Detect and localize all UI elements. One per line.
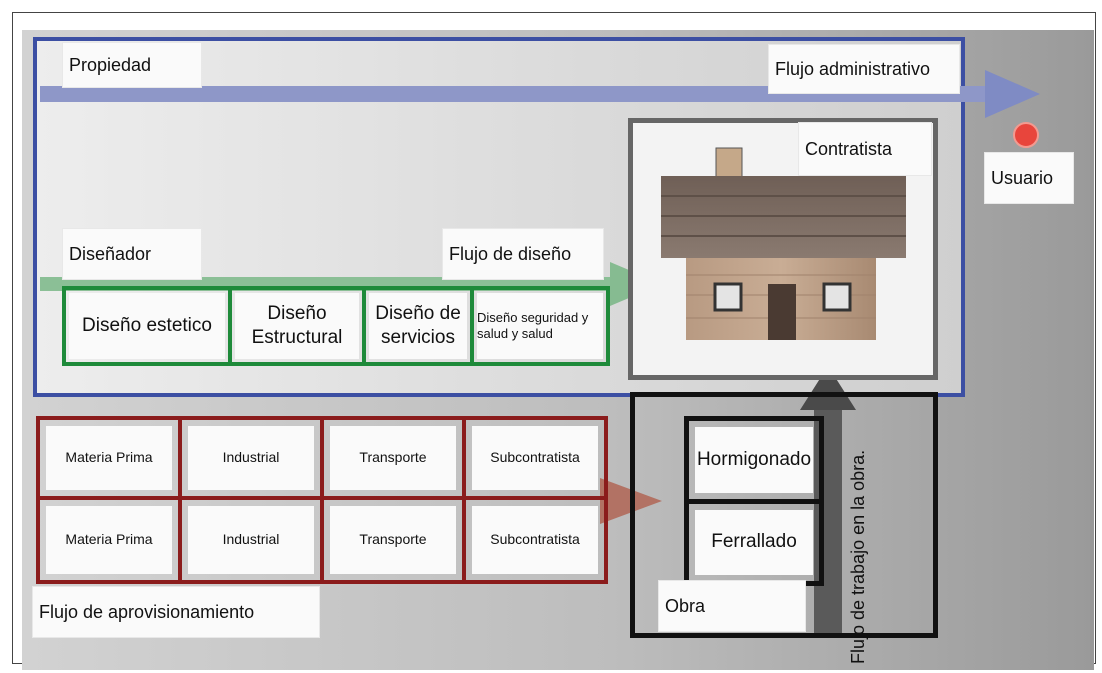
disenador-label: Diseñador bbox=[62, 228, 202, 280]
site-cell: Hormigonado bbox=[695, 427, 813, 493]
flujo-administrativo-label: Flujo administrativo bbox=[768, 44, 960, 94]
flujo-aprovisionamiento-label: Flujo de aprovisionamiento bbox=[32, 586, 320, 638]
supply-cell: Materia Prima bbox=[46, 506, 172, 574]
site-cell: Ferrallado bbox=[695, 509, 813, 575]
supply-cell: Transporte bbox=[330, 506, 456, 574]
design-cell: Diseño Estructural bbox=[235, 293, 359, 359]
obra-label: Obra bbox=[658, 580, 806, 632]
supply-cell: Subcontratista bbox=[472, 426, 598, 490]
flujo-trabajo-label: Flujo de trabajo en la obra. bbox=[848, 449, 868, 664]
supply-cell: Industrial bbox=[188, 506, 314, 574]
supply-cell: Materia Prima bbox=[46, 426, 172, 490]
admin-flow-arrow-shaft bbox=[40, 86, 990, 102]
supply-row-1: Materia Prima Industrial Transporte Subc… bbox=[36, 416, 608, 500]
flujo-diseno-label: Flujo de diseño bbox=[442, 228, 604, 280]
propiedad-label: Propiedad bbox=[62, 42, 202, 88]
contratista-label: Contratista bbox=[798, 122, 932, 176]
supply-row-2: Materia Prima Industrial Transporte Subc… bbox=[36, 496, 608, 584]
site-cells-box: Hormigonado Ferrallado bbox=[684, 416, 824, 586]
usuario-label: Usuario bbox=[984, 152, 1074, 204]
supply-cell: Industrial bbox=[188, 426, 314, 490]
design-cell: Diseño de servicios bbox=[369, 293, 467, 359]
design-cell: Diseño seguridad y salud y salud bbox=[477, 293, 603, 359]
design-cell: Diseño estetico bbox=[69, 293, 225, 359]
design-cells-row: Diseño estetico Diseño Estructural Diseñ… bbox=[62, 286, 610, 366]
admin-flow-arrow-head bbox=[985, 70, 1040, 118]
work-flow-arrow-shaft bbox=[814, 405, 842, 635]
supply-cell: Subcontratista bbox=[472, 506, 598, 574]
work-flow-arrow-head bbox=[800, 366, 856, 410]
supply-cell: Transporte bbox=[330, 426, 456, 490]
user-marker bbox=[1013, 122, 1039, 148]
site-box bbox=[630, 392, 938, 638]
